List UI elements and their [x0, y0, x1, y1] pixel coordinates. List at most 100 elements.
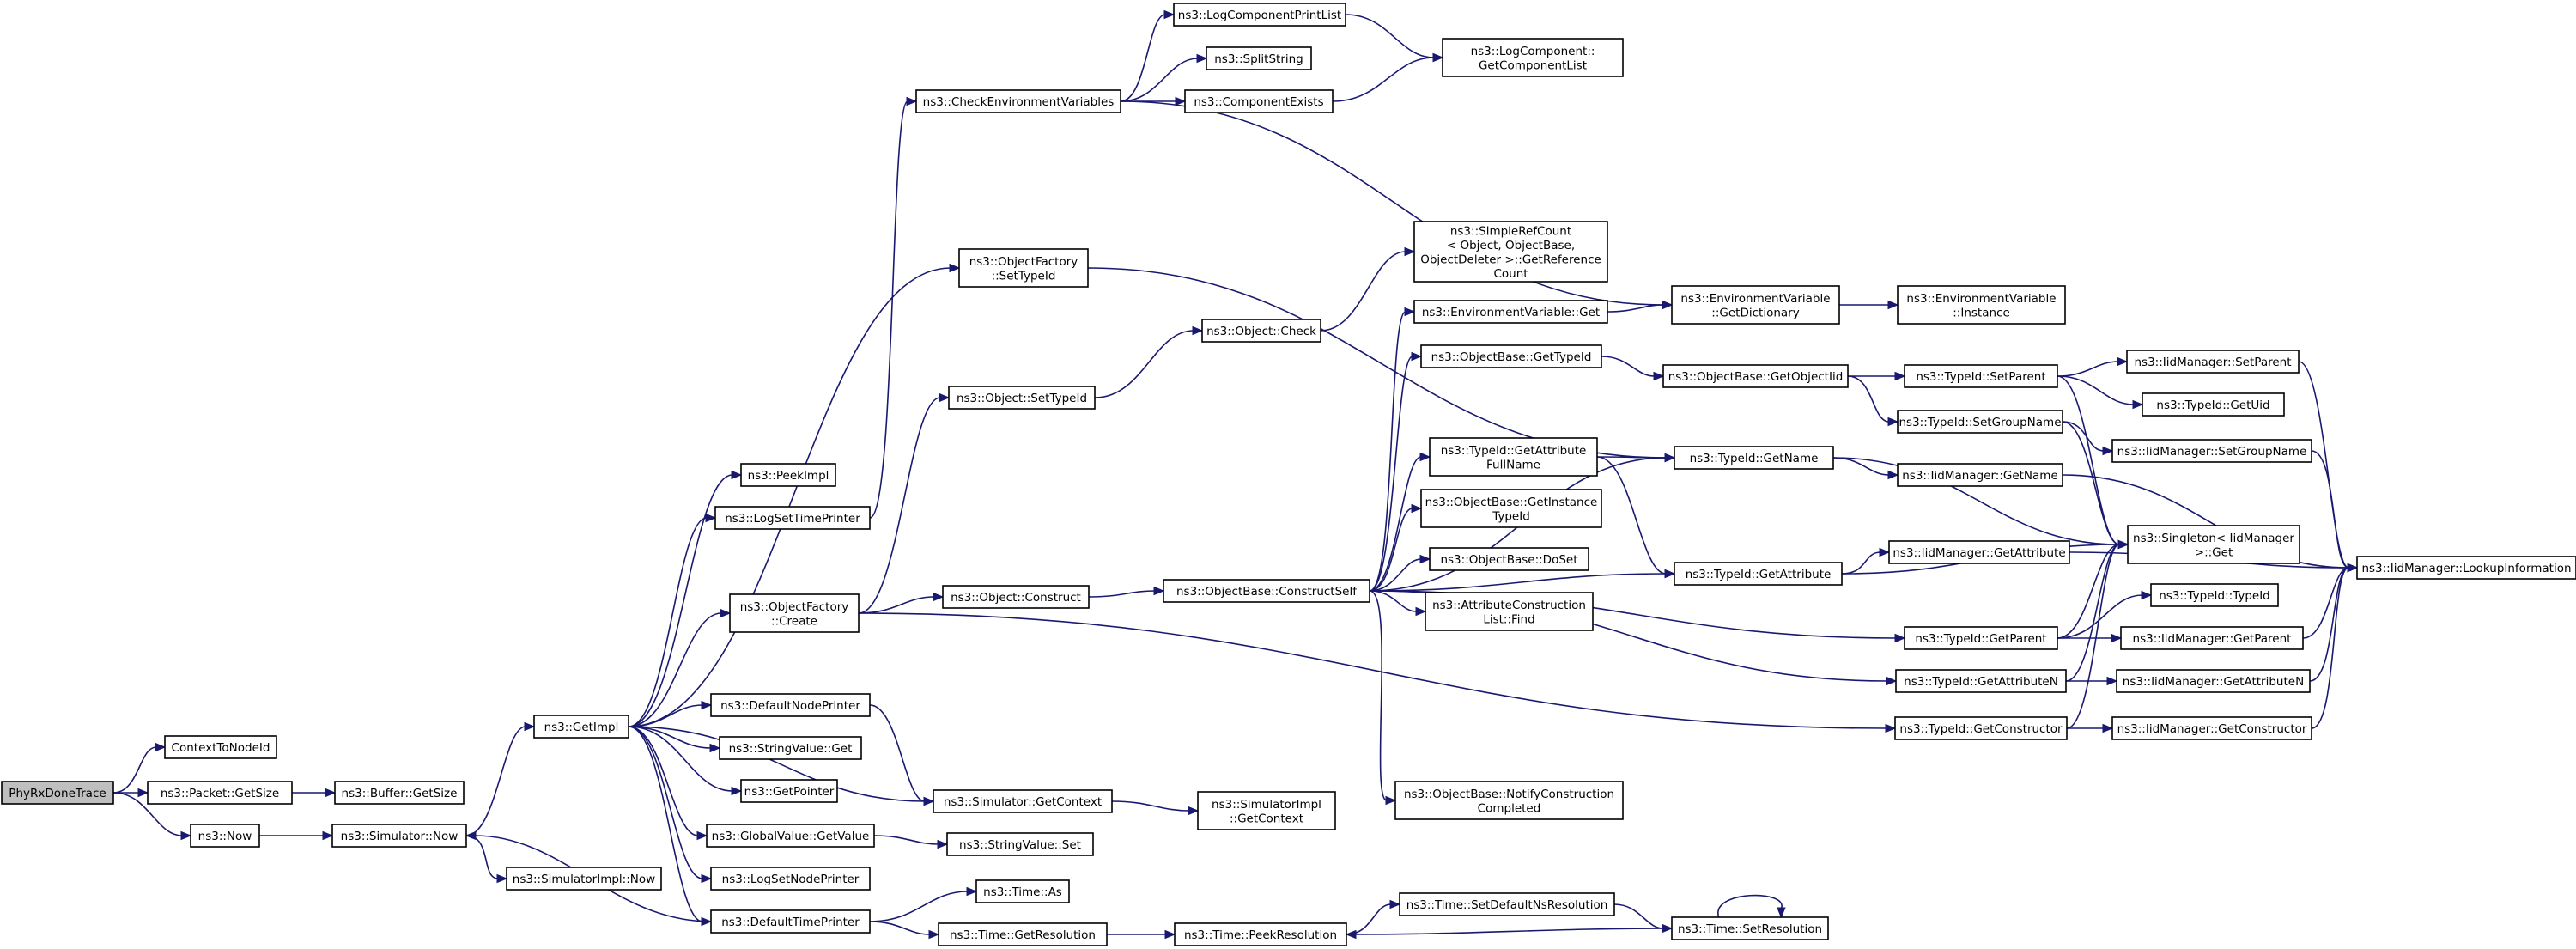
- node-label: ::SetTypeId: [992, 269, 1056, 283]
- node-ns3-typeid-getparent[interactable]: ns3::TypeId::GetParent: [1904, 626, 2058, 650]
- node-ns3-iidmanager-getname[interactable]: ns3::IidManager::GetName: [1897, 463, 2063, 487]
- node-ns3-logsetnodeprinter[interactable]: ns3::LogSetNodePrinter: [710, 867, 871, 891]
- edge-arrowhead: [966, 886, 978, 897]
- node-ns3-typeid-getname[interactable]: ns3::TypeId::GetName: [1674, 446, 1834, 470]
- node-box: [1394, 781, 1624, 820]
- node-ns3-simulatorimpl-getcontext[interactable]: ns3::SimulatorImpl::GetContext: [1197, 791, 1336, 830]
- node-ns3-object-settypeid[interactable]: ns3::Object::SetTypeId: [948, 386, 1096, 410]
- node-ns3-simulator-now[interactable]: ns3::Simulator::Now: [331, 824, 467, 848]
- node-ns3-iidmanager-getconstructor[interactable]: ns3::IidManager::GetConstructor: [2111, 716, 2312, 740]
- node-ns3-typeid-typeid[interactable]: ns3::TypeId::TypeId: [2150, 583, 2279, 607]
- node-ns3-now[interactable]: ns3::Now: [190, 824, 260, 848]
- node-ns3-iidmanager-setgroupname[interactable]: ns3::IidManager::SetGroupName: [2111, 439, 2312, 463]
- node-ns3-buffer-getsize[interactable]: ns3::Buffer::GetSize: [334, 781, 465, 805]
- node-box: [2126, 350, 2300, 374]
- node-label: ObjectDeleter >::GetReference: [1420, 252, 1601, 266]
- node-ns3-time-as[interactable]: ns3::Time::As: [975, 879, 1070, 903]
- edge-obconstself-to-obdoset: [1369, 554, 1431, 592]
- node-ns3-objectbase-gettypeid[interactable]: ns3::ObjectBase::GetTypeId: [1420, 344, 1602, 368]
- node-ns3-time-peekresolution[interactable]: ns3::Time::PeekResolution: [1174, 922, 1347, 946]
- node-ns3-iidmanager-lookupinformation[interactable]: ns3::IidManager::LookupInformation: [2356, 556, 2576, 580]
- node-ns3-globalvalue-getvalue[interactable]: ns3::GlobalValue::GetValue: [706, 824, 875, 848]
- node-label: < Object, ObjectBase,: [1447, 239, 1575, 252]
- node-ns3-defaulttimeprinter[interactable]: ns3::DefaultTimePrinter: [710, 909, 871, 934]
- node-ns3-time-setresolution[interactable]: ns3::Time::SetResolution: [1671, 916, 1829, 940]
- edge-arrowhead: [933, 592, 945, 602]
- node-ns3-iidmanager-getattributen[interactable]: ns3::IidManager::GetAttributeN: [2116, 669, 2311, 693]
- node-ns3-object-construct[interactable]: ns3::Object::Construct: [942, 585, 1090, 609]
- edge-getimpl-to-ofsettid: [628, 263, 961, 727]
- node-ns3-getpointer[interactable]: ns3::GetPointer: [740, 779, 838, 803]
- node-box: [331, 824, 467, 848]
- node-ns3-time-setdefaultnsresolution[interactable]: ns3::Time::SetDefaultNsResolution: [1399, 892, 1615, 916]
- edge-getimpl-to-peekimpl: [628, 470, 743, 727]
- edge-line: [1369, 356, 1413, 592]
- edge-tidsetparent-to-tidgetuid: [2057, 375, 2144, 410]
- node-box: [2356, 556, 2576, 580]
- node-ns3-typeid-getconstructor[interactable]: ns3::TypeId::GetConstructor: [1894, 716, 2068, 740]
- node-ns3-packet-getsize[interactable]: ns3::Packet::GetSize: [147, 781, 293, 805]
- node-ns3-objectfactory-create[interactable]: ns3::ObjectFactory::Create: [729, 593, 860, 633]
- node-ns3-typeid-getattribute[interactable]: ns3::TypeId::GetAttribute: [1674, 562, 1843, 586]
- edge-arrowhead: [1653, 371, 1665, 381]
- node-ns3-logcomponent-getcomponentlist[interactable]: ns3::LogComponent::GetComponentList: [1442, 38, 1624, 77]
- node-box: [915, 89, 1121, 113]
- node-ns3-splitstring[interactable]: ns3::SplitString: [1206, 46, 1312, 70]
- node-ns3-object-check[interactable]: ns3::Object::Check: [1201, 319, 1321, 343]
- node-ns3-environmentvariable-instance[interactable]: ns3::EnvironmentVariable::Instance: [1897, 285, 2066, 325]
- edge-arrowhead: [1389, 899, 1401, 909]
- node-ns3-logsettimeprinter[interactable]: ns3::LogSetTimePrinter: [714, 506, 871, 530]
- edge-arrowhead: [1894, 633, 1906, 643]
- node-ns3-stringvalue-get[interactable]: ns3::StringValue::Get: [719, 736, 862, 760]
- node-box: [1674, 562, 1843, 586]
- node-label: ns3::DefaultTimePrinter: [721, 916, 860, 929]
- node-ns3-objectfactory-settypeid[interactable]: ns3::ObjectFactory::SetTypeId: [958, 248, 1089, 288]
- node-ns3-objectbase-doset[interactable]: ns3::ObjectBase::DoSet: [1429, 547, 1589, 571]
- edge-line: [858, 397, 941, 614]
- node-ns3-checkenvironmentvariables[interactable]: ns3::CheckEnvironmentVariables: [915, 89, 1121, 113]
- node-label: ns3::Object::Construct: [951, 591, 1081, 605]
- node-box: [1674, 446, 1834, 470]
- node-ns3-environmentvariable-get[interactable]: ns3::EnvironmentVariable::Get: [1413, 300, 1608, 324]
- node-ns3-iidmanager-getattribute[interactable]: ns3::IidManager::GetAttribute: [1888, 540, 2070, 564]
- node-ns3-simulator-getcontext[interactable]: ns3::Simulator::GetContext: [933, 789, 1113, 813]
- node-box: [1671, 916, 1829, 940]
- edge-arrowhead: [701, 700, 713, 710]
- node-ns3-peekimpl[interactable]: ns3::PeekImpl: [740, 463, 836, 487]
- edge-obconstself-to-envget: [1369, 307, 1416, 592]
- node-label: ns3::GetPointer: [744, 785, 835, 799]
- node-ns3-logcomponentprintlist[interactable]: ns3::LogComponentPrintList: [1173, 3, 1346, 27]
- node-ns3-defaultnodeprinter[interactable]: ns3::DefaultNodePrinter: [710, 693, 871, 717]
- node-ns3-stringvalue-set[interactable]: ns3::StringValue::Set: [946, 832, 1094, 856]
- node-ns3-time-getresolution[interactable]: ns3::Time::GetResolution: [938, 922, 1108, 946]
- node-ns3-objectbase-notifyconstruction-completed[interactable]: ns3::ObjectBase::NotifyConstructionCompl…: [1394, 781, 1624, 820]
- node-box: [2127, 525, 2300, 564]
- node-ns3-typeid-setparent[interactable]: ns3::TypeId::SetParent: [1904, 364, 2058, 388]
- node-phyrxdonetrace[interactable]: PhyRxDoneTrace: [1, 781, 114, 805]
- node-ns3-objectbase-getobjectiid[interactable]: ns3::ObjectBase::GetObjectIid: [1662, 364, 1849, 388]
- edge-arrowhead: [524, 721, 536, 732]
- node-ns3-iidmanager-setparent[interactable]: ns3::IidManager::SetParent: [2126, 350, 2300, 374]
- node-ns3-typeid-setgroupname[interactable]: ns3::TypeId::SetGroupName: [1897, 410, 2063, 434]
- edge-line: [628, 726, 703, 879]
- node-ns3-typeid-getuid[interactable]: ns3::TypeId::GetUid: [2142, 392, 2285, 417]
- edge-line: [2311, 450, 2349, 569]
- node-ns3-simulatorimpl-now[interactable]: ns3::SimulatorImpl::Now: [506, 867, 662, 891]
- node-ns3-environmentvariable-getdictionary[interactable]: ns3::EnvironmentVariable::GetDictionary: [1671, 285, 1840, 325]
- node-ns3-componentexists[interactable]: ns3::ComponentExists: [1184, 89, 1334, 113]
- node-ns3-objectbase-constructself[interactable]: ns3::ObjectBase::ConstructSelf: [1163, 579, 1370, 603]
- node-contexttonodeid[interactable]: ContextToNodeId: [164, 735, 277, 759]
- node-ns3-iidmanager-getparent[interactable]: ns3::IidManager::GetParent: [2120, 626, 2304, 650]
- node-ns3-simplerefcount-object-objectbase-objectdeleter-getreference-count[interactable]: ns3::SimpleRefCount< Object, ObjectBase,…: [1413, 221, 1608, 283]
- node-box: [1420, 344, 1602, 368]
- edge-line: [2311, 567, 2349, 729]
- edge-arrowhead: [709, 743, 721, 753]
- node-label: Count: [1493, 267, 1528, 281]
- node-ns3-getimpl[interactable]: ns3::GetImpl: [533, 715, 629, 739]
- node-ns3-typeid-getattributen[interactable]: ns3::TypeId::GetAttributeN: [1895, 669, 2067, 693]
- node-ns3-singleton-iidmanager-get[interactable]: ns3::Singleton< IidManager>::Get: [2127, 525, 2300, 564]
- edge-line: [2062, 474, 2349, 569]
